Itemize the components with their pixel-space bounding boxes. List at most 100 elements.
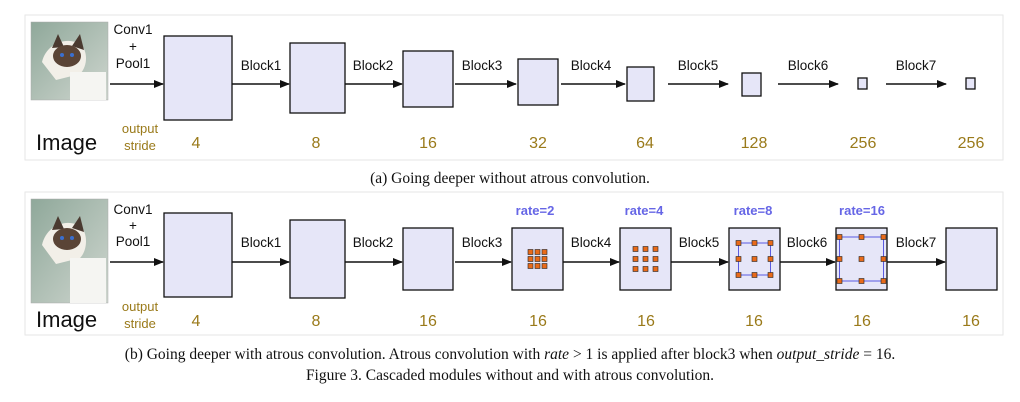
block-label-b-6: Block6: [787, 235, 828, 250]
stride-a-2: 8: [312, 135, 321, 152]
atrous-sample-dot: [642, 266, 649, 272]
atrous-sample-dot: [880, 256, 887, 262]
atrous-sample-dot: [836, 278, 843, 284]
atrous-kernel-rate-8: [735, 240, 774, 278]
feature-map-a-6: [741, 72, 762, 97]
feature-map-a-2: [289, 42, 346, 114]
stride-a-1: 4: [192, 135, 201, 152]
rate-label-16: rate=16: [839, 203, 885, 218]
atrous-sample-dot: [534, 256, 541, 262]
feature-map-a-3: [402, 50, 454, 108]
stride-b-5: 16: [637, 313, 655, 330]
atrous-sample-dot: [541, 263, 548, 269]
block-label-b-4: Block4: [571, 235, 612, 250]
block-label-a-4: Block4: [571, 58, 612, 73]
block-label-a-7: Block7: [896, 58, 937, 73]
stride-a-8: 256: [958, 135, 985, 152]
block-label-a-2: Block2: [353, 58, 394, 73]
atrous-sample-dot: [642, 256, 649, 262]
caption-b-mid: > 1 is applied after block3 when: [569, 346, 777, 363]
atrous-sample-dot: [767, 256, 774, 262]
stride-a-4: 32: [529, 135, 547, 152]
atrous-sample-dot: [527, 256, 534, 262]
atrous-sample-dot: [735, 240, 742, 246]
output-label-a: output: [122, 121, 159, 136]
rate-label-4: rate=4: [625, 203, 664, 218]
atrous-sample-dot: [541, 249, 548, 255]
atrous-sample-dot: [632, 256, 639, 262]
atrous-sample-dot: [652, 256, 659, 262]
feature-map-a-5: [626, 66, 655, 102]
conv1-label-b: Conv1: [113, 202, 152, 217]
caption-panel-b: (b) Going deeper with atrous convolution…: [0, 346, 1020, 364]
atrous-sample-dot: [534, 249, 541, 255]
plus-label-b: +: [129, 218, 137, 233]
atrous-sample-dot: [652, 246, 659, 252]
atrous-sample-dot: [632, 246, 639, 252]
atrous-sample-dot: [880, 234, 887, 240]
image-label-b: Image: [36, 307, 97, 332]
atrous-kernel-rate-16: [836, 234, 887, 284]
atrous-sample-dot: [642, 246, 649, 252]
caption-b-suffix: = 16.: [859, 346, 896, 363]
atrous-sample-dot: [858, 234, 865, 240]
atrous-sample-dot: [534, 263, 541, 269]
pool1-label-a: Pool1: [116, 56, 151, 71]
stride-label-b: stride: [124, 316, 156, 331]
stride-b-1: 4: [192, 313, 201, 330]
rate-label-2: rate=2: [516, 203, 555, 218]
stride-a-6: 128: [741, 135, 768, 152]
rate-label-8: rate=8: [734, 203, 773, 218]
panel-b-frame: [24, 191, 1004, 336]
stride-b-8: 16: [962, 313, 980, 330]
atrous-sample-dot: [751, 272, 758, 278]
caption-b-output-stride: output_stride: [776, 346, 860, 363]
feature-map-b-8: [945, 227, 998, 291]
block-label-a-5: Block5: [678, 58, 719, 73]
stride-b-3: 16: [419, 313, 437, 330]
stride-b-2: 8: [312, 313, 321, 330]
cat-image-b: [30, 198, 109, 304]
atrous-sample-dot: [836, 234, 843, 240]
stride-a-7: 256: [850, 135, 877, 152]
feature-map-b-3: [402, 227, 454, 291]
block-label-b-3: Block3: [462, 235, 503, 250]
block-label-a-3: Block3: [462, 58, 503, 73]
atrous-sample-dot: [767, 240, 774, 246]
pool1-label-b: Pool1: [116, 234, 151, 249]
block-label-b-2: Block2: [353, 235, 394, 250]
feature-map-a-7: [857, 77, 868, 90]
panel-a-frame: [24, 14, 1004, 161]
block-label-a-1: Block1: [241, 58, 282, 73]
stride-b-7: 16: [853, 313, 871, 330]
atrous-sample-dot: [632, 266, 639, 272]
block-label-b-5: Block5: [679, 235, 720, 250]
atrous-sample-dot: [767, 272, 774, 278]
stride-b-4: 16: [529, 313, 547, 330]
block-label-a-6: Block6: [788, 58, 829, 73]
atrous-sample-dot: [541, 256, 548, 262]
atrous-kernel-rate-2: [527, 249, 548, 269]
feature-map-a-4: [517, 58, 559, 106]
atrous-sample-dot: [527, 249, 534, 255]
cat-image-a: [30, 21, 109, 101]
atrous-kernel-rate-4: [632, 246, 659, 272]
conv1-label-a: Conv1: [113, 22, 152, 37]
atrous-sample-dot: [858, 256, 865, 262]
atrous-sample-dot: [735, 272, 742, 278]
atrous-sample-dot: [858, 278, 865, 284]
stride-label-a: stride: [124, 138, 156, 153]
atrous-sample-dot: [751, 240, 758, 246]
caption-b-prefix: (b) Going deeper with atrous convolution…: [124, 346, 545, 363]
stride-b-6: 16: [745, 313, 763, 330]
atrous-sample-dot: [880, 278, 887, 284]
caption-b-rate: rate: [544, 346, 570, 363]
feature-map-b-1: [163, 212, 233, 298]
atrous-sample-dot: [751, 256, 758, 262]
stride-a-5: 64: [636, 135, 654, 152]
plus-label-a: +: [129, 39, 137, 54]
atrous-sample-dot: [735, 256, 742, 262]
feature-map-a-8: [965, 77, 976, 90]
atrous-sample-dot: [836, 256, 843, 262]
